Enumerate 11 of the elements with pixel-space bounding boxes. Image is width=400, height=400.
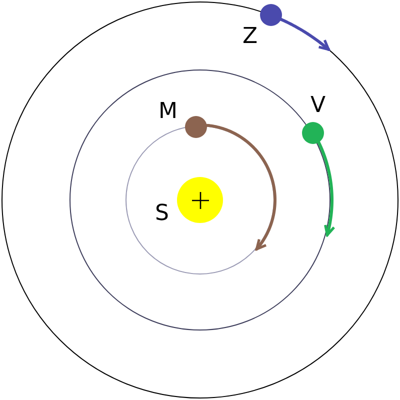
planet-dot [302,122,324,144]
planet-label: Z [242,26,258,48]
motion-arrow [204,124,276,251]
sun-disc [177,177,223,223]
planet-label: M [158,101,178,123]
motion-arrow [316,140,336,236]
planet-dot [260,4,282,26]
motion-arrow [279,18,330,51]
planet-label: V [310,95,326,117]
sun-label: S [155,203,169,225]
planet-dot [185,116,207,138]
